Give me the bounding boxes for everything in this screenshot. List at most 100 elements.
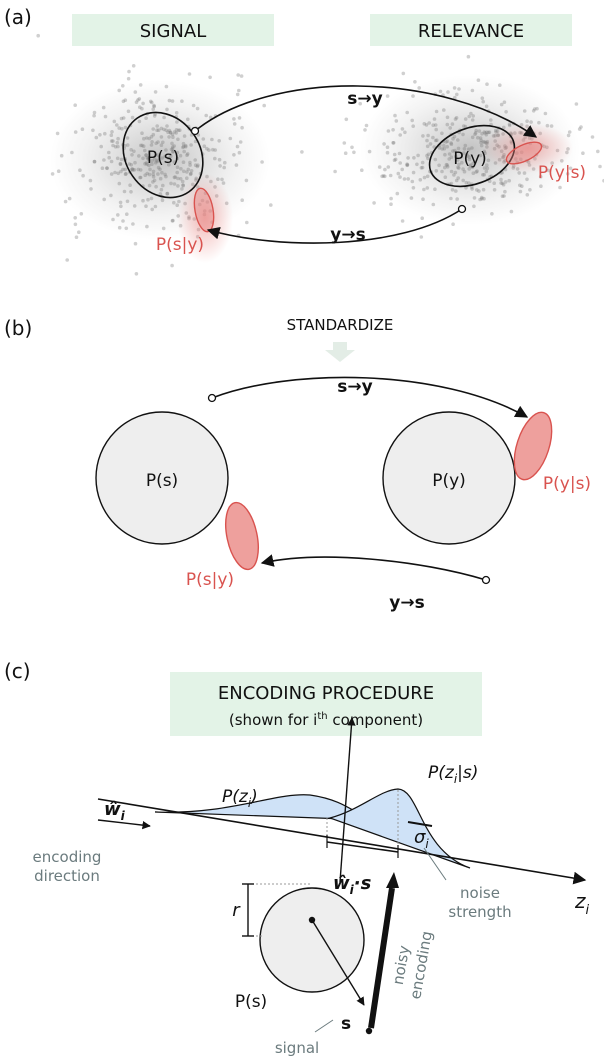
scatter-dot xyxy=(529,120,533,124)
scatter-dot xyxy=(156,128,161,132)
scatter-dot xyxy=(438,89,443,94)
scatter-dot xyxy=(453,117,458,121)
scatter-dot xyxy=(189,171,193,176)
scatter-dot xyxy=(425,138,429,143)
scatter-dot xyxy=(406,156,410,160)
scatter-dot xyxy=(205,146,209,151)
scatter-dot xyxy=(475,169,479,173)
scatter-dot xyxy=(452,134,457,139)
scatter-dot xyxy=(525,193,530,197)
scatter-dot xyxy=(433,123,438,127)
scatter-dot xyxy=(126,76,131,81)
scatter-dot xyxy=(416,153,420,158)
scatter-dot xyxy=(92,113,96,118)
scatter-dot xyxy=(50,172,55,176)
scatter-dot xyxy=(234,163,239,167)
scatter-dot xyxy=(470,88,475,93)
scatter-dot xyxy=(487,130,492,134)
scatter-dot xyxy=(393,113,397,118)
p-y-contour xyxy=(428,124,516,188)
scatter-dot xyxy=(115,140,120,145)
scatter-dot xyxy=(138,105,142,109)
scatter-dot xyxy=(125,136,130,140)
scatter-dot xyxy=(462,169,467,174)
scatter-dot xyxy=(102,197,106,202)
scatter-dot xyxy=(417,86,422,90)
scatter-dot xyxy=(531,109,536,113)
scatter-dot xyxy=(127,69,131,74)
scatter-dot xyxy=(125,212,129,216)
scatter-dot xyxy=(502,100,507,104)
scatter-dot xyxy=(161,226,166,231)
z-axis-line xyxy=(97,798,587,885)
scatter-dot xyxy=(150,140,154,144)
scatter-dot xyxy=(464,180,469,185)
scatter-dot xyxy=(388,173,393,178)
scatter-dot xyxy=(100,166,105,170)
arrow-s-to-y-a-start xyxy=(190,126,200,136)
scatter-dot xyxy=(435,138,439,142)
scatter-dot xyxy=(155,124,159,128)
scatter-dot xyxy=(419,166,424,170)
scatter-dot xyxy=(485,82,489,86)
scatter-dot xyxy=(56,169,61,173)
scatter-dot xyxy=(456,138,460,142)
scatter-dot xyxy=(443,175,448,179)
scatter-dot xyxy=(129,190,133,194)
p-z-i-given-s-label: P(zi|s) xyxy=(428,763,478,786)
scatter-dot xyxy=(119,204,123,209)
scatter-dot xyxy=(178,177,183,181)
scatter-dot xyxy=(170,263,174,268)
scatter-dot xyxy=(208,115,213,120)
scatter-dot xyxy=(73,103,77,107)
scatter-dot xyxy=(121,167,125,172)
scatter-dot xyxy=(129,148,133,152)
scatter-dot xyxy=(392,152,397,157)
scatter-dot xyxy=(590,135,595,139)
scatter-dot xyxy=(360,168,364,172)
scatter-dot xyxy=(485,166,490,171)
scatter-dot xyxy=(457,87,461,91)
scatter-dot xyxy=(146,157,151,161)
arrow-y-to-s-a xyxy=(206,208,463,244)
scatter-dot xyxy=(211,147,215,152)
scatter-dot xyxy=(455,92,459,97)
scatter-dot xyxy=(67,196,72,201)
scatter-dot xyxy=(344,117,349,122)
scatter-dot xyxy=(173,175,178,179)
scatter-dot xyxy=(451,136,455,141)
scatter-dot xyxy=(79,212,84,216)
scatter-dot xyxy=(92,110,97,115)
scatter-dot xyxy=(111,143,115,148)
scatter-dot xyxy=(239,74,244,78)
scatter-dot xyxy=(449,169,454,174)
scatter-dot xyxy=(412,156,416,160)
scatter-dot xyxy=(55,131,60,136)
scatter-dot xyxy=(507,178,512,183)
scatter-dot xyxy=(466,54,471,59)
p-s-given-y-label-b: P(s|y) xyxy=(186,570,234,590)
scatter-dot xyxy=(193,139,198,144)
scatter-dot xyxy=(117,225,122,230)
scatter-dot xyxy=(501,182,506,187)
scatter-dot xyxy=(158,176,163,181)
scatter-dot xyxy=(176,176,180,181)
scatter-dot xyxy=(189,169,194,173)
scatter-dot xyxy=(398,175,402,179)
scatter-dot xyxy=(405,163,409,168)
scatter-dot xyxy=(151,180,155,184)
scatter-dot xyxy=(147,172,152,177)
scatter-dot xyxy=(484,132,489,137)
scatter-dot xyxy=(480,195,484,200)
noise-strength-label-1: noise xyxy=(460,884,500,902)
scatter-dot xyxy=(188,163,192,167)
scatter-dot xyxy=(411,124,416,128)
scatter-dot xyxy=(452,173,456,177)
p-y-given-s-contour xyxy=(505,141,543,165)
scatter-dot xyxy=(485,130,489,134)
scatter-dot xyxy=(132,168,137,172)
p-y-given-s-label: P(y|s) xyxy=(538,163,586,183)
scatter-dot xyxy=(400,219,405,223)
scatter-dot xyxy=(149,99,153,104)
scatter-dot xyxy=(574,102,579,106)
